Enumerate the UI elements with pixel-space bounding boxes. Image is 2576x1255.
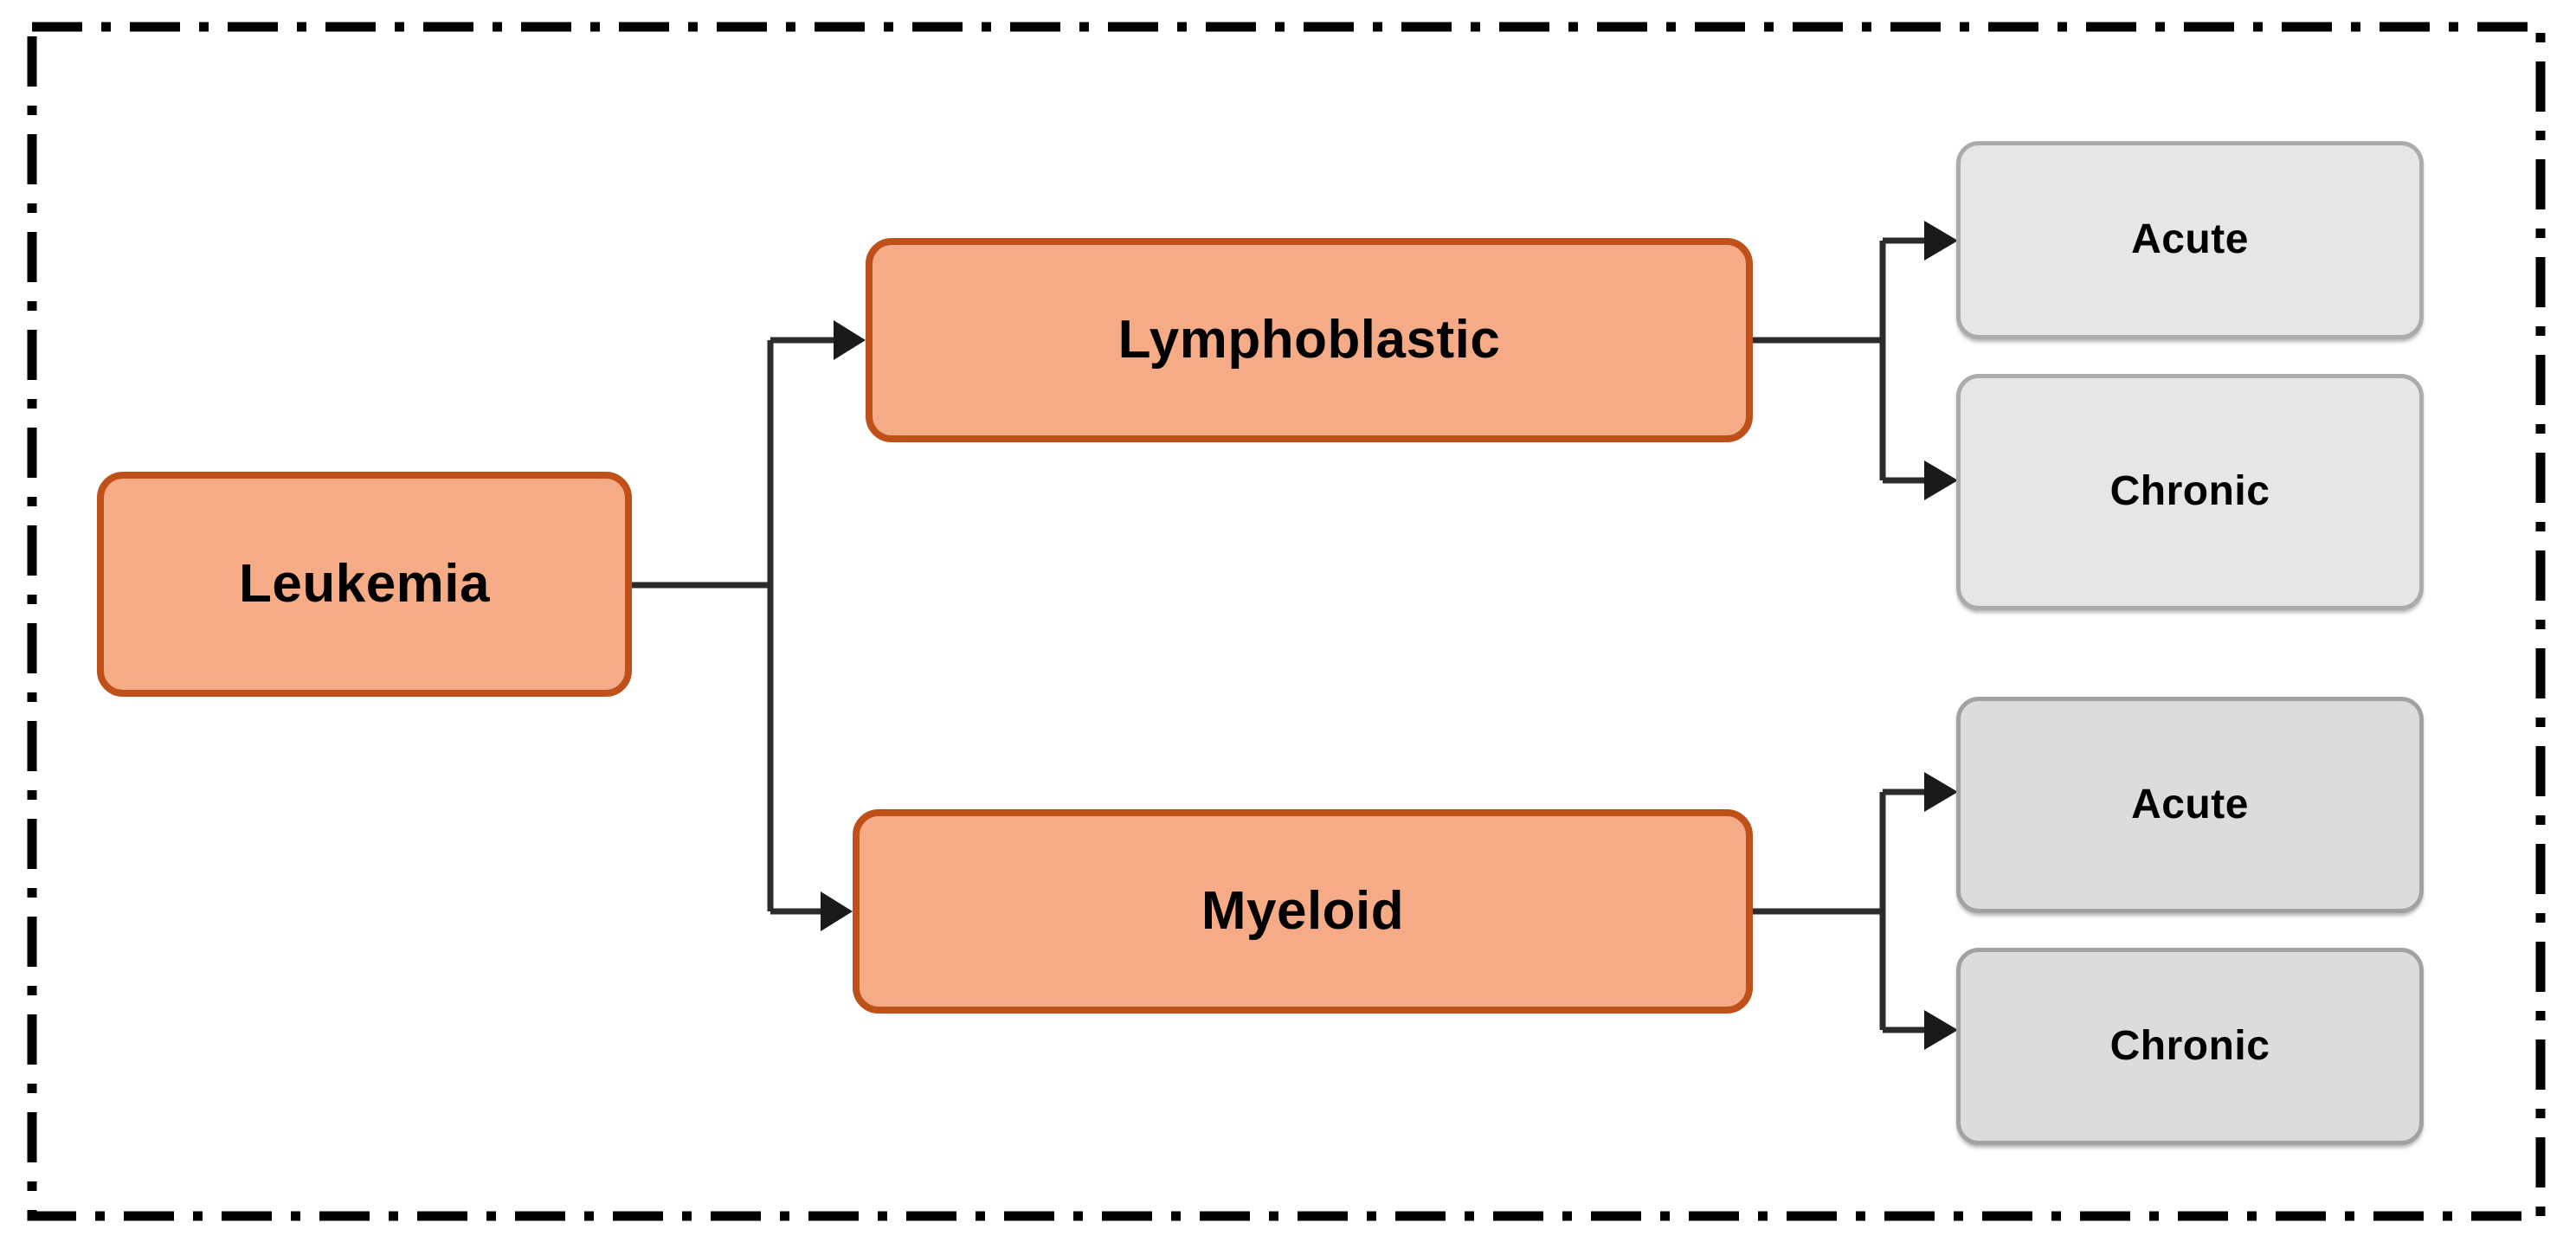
node-myeloid-label: Myeloid (1201, 880, 1405, 941)
node-leukemia[interactable]: Leukemia (97, 472, 632, 697)
arrowhead-to-myeloid (821, 891, 853, 931)
node-chronic-lymphoblastic-label: Chronic (2109, 468, 2270, 515)
node-chronic-lymphoblastic[interactable]: Chronic (1956, 374, 2424, 610)
node-chronic-myeloid[interactable]: Chronic (1956, 948, 2424, 1145)
node-acute-lymphoblastic-label: Acute (2131, 216, 2249, 263)
node-acute-lymphoblastic[interactable]: Acute (1956, 141, 2424, 339)
node-lymphoblastic[interactable]: Lymphoblastic (866, 238, 1753, 442)
node-myeloid[interactable]: Myeloid (853, 809, 1753, 1014)
arrowhead-to-chronic-lymphoblastic (1924, 460, 1958, 500)
arrowhead-to-lymphoblastic (834, 320, 866, 360)
arrowhead-to-acute-lymphoblastic (1924, 221, 1958, 261)
node-lymphoblastic-label: Lymphoblastic (1117, 309, 1501, 370)
arrowhead-to-acute-myeloid (1924, 772, 1958, 812)
node-leukemia-label: Leukemia (238, 553, 491, 614)
node-acute-myeloid[interactable]: Acute (1956, 697, 2424, 913)
node-chronic-myeloid-label: Chronic (2109, 1022, 2270, 1069)
arrowhead-to-chronic-myeloid (1924, 1010, 1958, 1050)
node-acute-myeloid-label: Acute (2131, 781, 2249, 827)
